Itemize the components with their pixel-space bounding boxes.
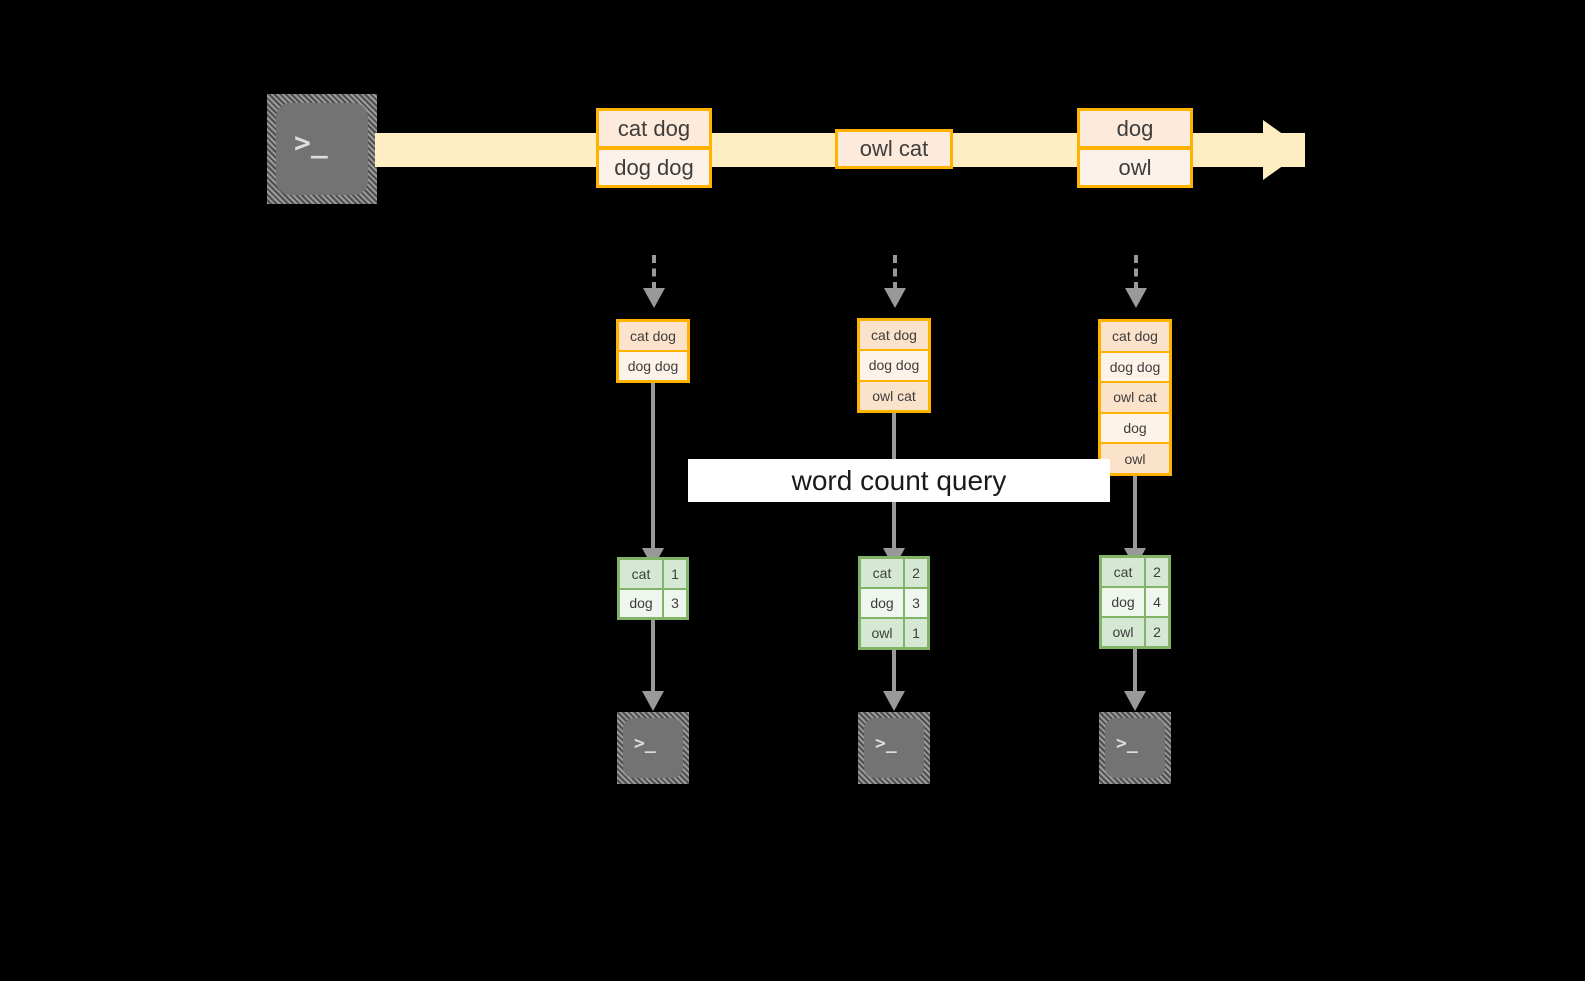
- query-label-text: word count query: [791, 464, 1007, 496]
- snapshot-1-result-table: cat 1 dog 3: [617, 557, 689, 620]
- snapshot-2-result-count: 3: [905, 589, 927, 617]
- snapshot-1-result-word: cat: [620, 560, 664, 588]
- snapshot-1-result-count: 3: [664, 589, 686, 617]
- snapshot-3-buffer-row-text: dog: [1123, 420, 1147, 437]
- snapshot-1-sink-terminal-body: >_: [623, 718, 683, 778]
- tap-connector-1-arrowhead: [643, 288, 665, 308]
- snapshot-3-sink-terminal-glyph: >_: [1116, 733, 1138, 754]
- sink-connector-3: [1133, 649, 1137, 695]
- snapshot-2-result-word: owl: [861, 619, 905, 647]
- snapshot-3-buffer-row: cat dog: [1101, 322, 1169, 353]
- stream-event-2-line-1-text: owl cat: [859, 136, 929, 161]
- snapshot-2-buffer-row-text: cat dog: [871, 327, 917, 344]
- snapshot-3-buffer-row: owl: [1101, 444, 1169, 473]
- snapshot-2-result-count: 1: [905, 619, 927, 647]
- snapshot-2-result-table: cat 2 dog 3 owl 1: [858, 556, 930, 650]
- tap-connector-3-arrowhead: [1125, 288, 1147, 308]
- snapshot-2-buffer: cat dog dog dog owl cat: [857, 318, 931, 413]
- tap-connector-3: [1134, 255, 1138, 290]
- snapshot-3-result-table: cat 2 dog 4 owl 2: [1099, 555, 1171, 649]
- source-terminal-body: >_: [276, 103, 368, 195]
- stream-event-1-line-2: dog dog: [596, 147, 712, 188]
- snapshot-3-buffer: cat dog dog dog owl cat dog owl: [1098, 319, 1172, 476]
- snapshot-3-result-word: dog: [1102, 588, 1146, 616]
- snapshot-2-buffer-row: dog dog: [860, 351, 928, 382]
- snapshot-3-result-count: 2: [1146, 558, 1168, 586]
- table-row: owl 1: [861, 619, 927, 647]
- snapshot-2-sink-terminal-glyph: >_: [875, 733, 897, 754]
- snapshot-2-buffer-row: cat dog: [860, 321, 928, 352]
- snapshot-2-result-count: 2: [905, 559, 927, 587]
- snapshot-1-buffer: cat dog dog dog: [616, 319, 690, 383]
- sink-connector-2: [892, 650, 896, 695]
- stream-event-1-line-2-text: dog dog: [614, 154, 694, 180]
- snapshot-1-buffer-row-text: dog dog: [627, 358, 679, 374]
- snapshot-3-buffer-row: owl cat: [1101, 383, 1169, 414]
- tap-connector-2: [893, 255, 897, 290]
- stream-event-3-line-2: owl: [1077, 147, 1193, 188]
- snapshot-3-result-word: owl: [1102, 618, 1146, 646]
- snapshot-1-result-count: 1: [664, 560, 686, 588]
- stream-event-1-line-1: cat dog: [596, 108, 712, 149]
- snapshot-3-result-word: cat: [1102, 558, 1146, 586]
- table-row: dog 4: [1102, 588, 1168, 618]
- stream-arrowhead: [1263, 120, 1305, 180]
- snapshot-1-sink-terminal-glyph: >_: [634, 733, 656, 754]
- snapshot-3-sink-terminal-body: >_: [1105, 718, 1165, 778]
- query-connector-1: [651, 383, 655, 556]
- stream-event-3-line-2-text: owl: [1118, 154, 1152, 180]
- tap-connector-2-arrowhead: [884, 288, 906, 308]
- stream-event-3-line-1-text: dog: [1116, 115, 1154, 141]
- sink-connector-1-arrowhead: [642, 691, 664, 711]
- snapshot-1-buffer-row-text: cat dog: [630, 328, 676, 344]
- query-connector-3: [1133, 476, 1137, 556]
- snapshot-3-buffer-row-text: cat dog: [1112, 328, 1158, 345]
- table-row: cat 1: [620, 560, 686, 590]
- table-row: cat 2: [861, 559, 927, 589]
- snapshot-3-buffer-row-text: dog dog: [1109, 358, 1161, 375]
- sink-connector-1: [651, 620, 655, 695]
- sink-connector-3-arrowhead: [1124, 691, 1146, 711]
- snapshot-3-result-count: 4: [1146, 588, 1168, 616]
- snapshot-1-result-word: dog: [620, 589, 664, 617]
- tap-connector-1: [652, 255, 656, 290]
- table-row: cat 2: [1102, 558, 1168, 588]
- snapshot-3-buffer-row-text: owl cat: [1113, 389, 1157, 406]
- snapshot-3-buffer-row-text: owl: [1124, 450, 1146, 467]
- stream-event-2-line-1: owl cat: [835, 129, 953, 169]
- snapshot-2-buffer-row-text: dog dog: [868, 357, 920, 374]
- source-terminal-glyph: >_: [294, 126, 328, 159]
- table-row: dog 3: [861, 589, 927, 619]
- query-label: word count query: [688, 459, 1110, 502]
- snapshot-2-sink-terminal-body: >_: [864, 718, 924, 778]
- sink-connector-2-arrowhead: [883, 691, 905, 711]
- snapshot-2-result-word: cat: [861, 559, 905, 587]
- snapshot-2-buffer-row-text: owl cat: [872, 387, 916, 404]
- snapshot-1-sink-terminal-icon: >_: [617, 712, 689, 784]
- table-row: owl 2: [1102, 618, 1168, 646]
- stream-event-1-line-1-text: cat dog: [617, 115, 691, 141]
- snapshot-3-result-count: 2: [1146, 618, 1168, 646]
- snapshot-3-sink-terminal-icon: >_: [1099, 712, 1171, 784]
- snapshot-2-result-word: dog: [861, 589, 905, 617]
- table-row: dog 3: [620, 589, 686, 617]
- stream-event-3-line-1: dog: [1077, 108, 1193, 149]
- snapshot-2-sink-terminal-icon: >_: [858, 712, 930, 784]
- snapshot-1-buffer-row: cat dog: [619, 322, 687, 352]
- snapshot-2-buffer-row: owl cat: [860, 381, 928, 410]
- snapshot-1-buffer-row: dog dog: [619, 352, 687, 380]
- source-terminal-icon: >_: [267, 94, 377, 204]
- snapshot-3-buffer-row: dog dog: [1101, 352, 1169, 384]
- snapshot-3-buffer-row: dog: [1101, 413, 1169, 445]
